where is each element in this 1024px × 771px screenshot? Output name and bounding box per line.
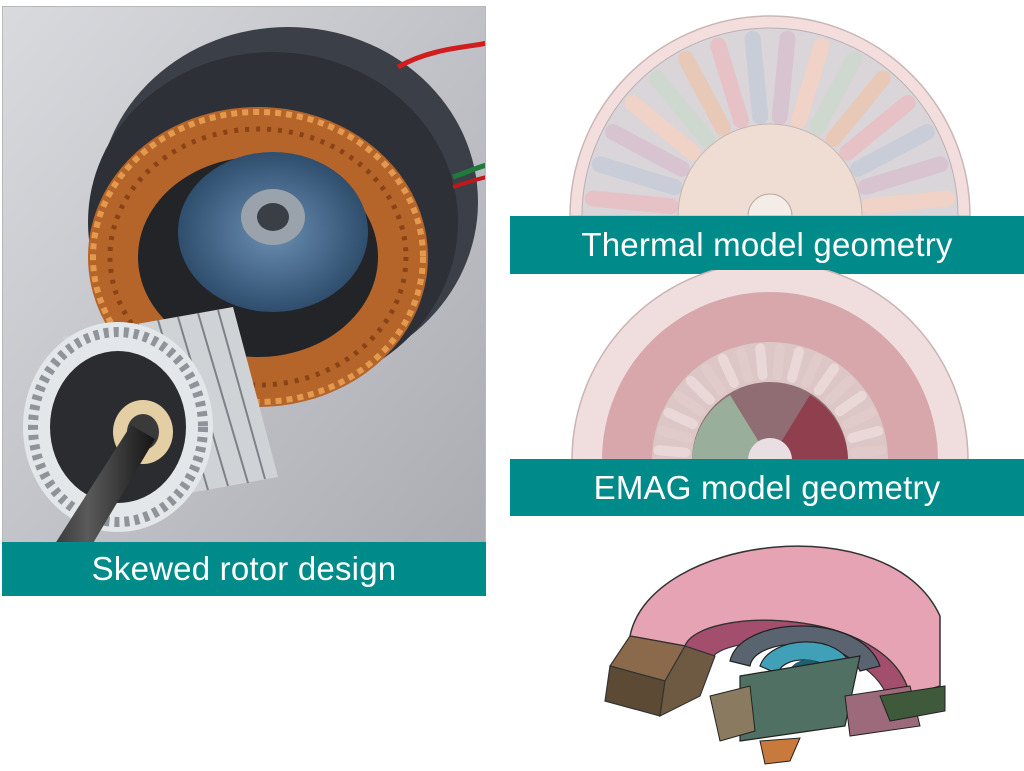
slot-shape xyxy=(744,30,769,125)
slot-shape xyxy=(861,190,956,215)
thermal-model-geometry-figure xyxy=(560,0,980,217)
slot-shape xyxy=(685,375,715,405)
slot-shape xyxy=(842,407,877,430)
slot-shape xyxy=(736,346,754,383)
slot-shape xyxy=(755,343,768,381)
slot-shape xyxy=(800,353,823,388)
slot-shape xyxy=(825,375,855,405)
slot-shape xyxy=(813,363,840,396)
slot-shape xyxy=(673,390,706,417)
thermal-caption-text: Thermal model geometry xyxy=(581,226,953,263)
slot-shape xyxy=(809,51,862,136)
slot-shape xyxy=(834,390,867,417)
3d-model-cutaway-figure xyxy=(590,516,950,766)
photo-caption-text: Skewed rotor design xyxy=(91,550,397,587)
slot-shape xyxy=(791,37,830,129)
slot-shape xyxy=(717,353,740,388)
slot-shape xyxy=(653,445,691,458)
slot-shape xyxy=(584,190,679,215)
slot-shape xyxy=(847,426,884,444)
slot-shape xyxy=(771,30,796,125)
slot-shape xyxy=(849,445,887,458)
slot-shape xyxy=(839,95,916,161)
slot-shape xyxy=(663,407,698,430)
slot-shape xyxy=(678,51,731,136)
slot-shape xyxy=(825,70,891,147)
slot-shape xyxy=(591,156,683,195)
slot-shape xyxy=(700,363,727,396)
skewed-rotor-motor-illustration xyxy=(3,7,485,595)
slot-shape xyxy=(605,124,690,177)
emag-caption: EMAG model geometry xyxy=(510,459,1024,516)
motor-photo xyxy=(2,6,486,596)
slot-shape xyxy=(656,426,693,444)
slot-shape xyxy=(857,156,949,195)
emag-caption-text: EMAG model geometry xyxy=(593,468,941,506)
slot-shape xyxy=(649,70,715,147)
slot-shape xyxy=(850,124,935,177)
emag-model-geometry-figure xyxy=(560,261,980,461)
slot-shape xyxy=(786,346,804,383)
thermal-caption: Thermal model geometry xyxy=(510,216,1024,274)
slot-shape xyxy=(710,37,749,129)
slot-shape xyxy=(624,95,701,161)
photo-caption: Skewed rotor design xyxy=(2,542,486,596)
slot-shape xyxy=(772,343,785,381)
